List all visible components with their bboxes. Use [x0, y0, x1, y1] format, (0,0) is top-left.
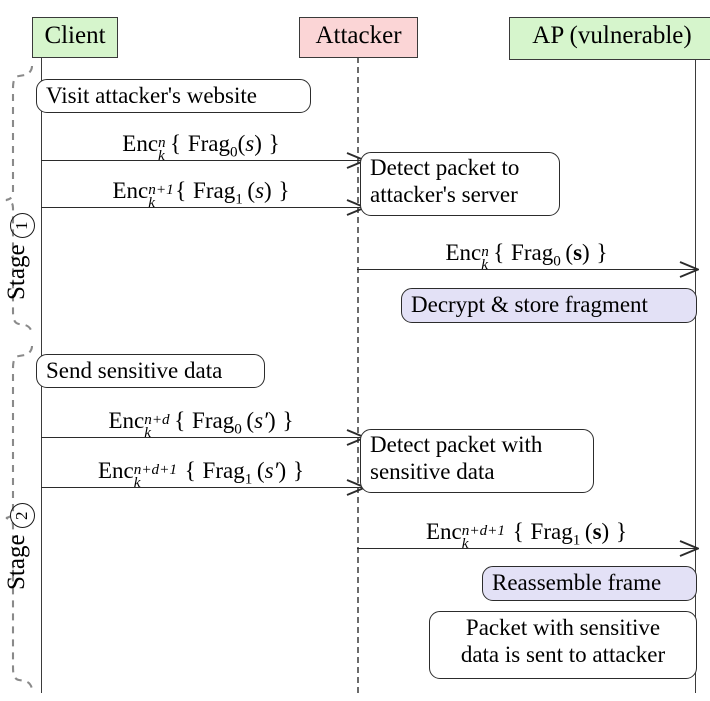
actor-ap[interactable]: AP (vulnerable) [509, 17, 710, 60]
note-packet-sent-line2: data is sent to attacker [460, 641, 666, 667]
message-m3-line [357, 269, 697, 270]
stage-1-text: Stage [3, 244, 30, 300]
note-decrypt-store-text: Decrypt & store fragment [411, 292, 648, 317]
stage-1-brace [2, 64, 34, 336]
actor-client[interactable]: Client [32, 17, 118, 58]
message-m5-line [41, 487, 362, 488]
actor-attacker-label: Attacker [315, 22, 402, 49]
note-detect-packet-sensitive-line1: Detect packet with [370, 432, 543, 457]
note-packet-sent-line1: Packet with sensitive [465, 615, 661, 640]
stage-2-label: Stage 2 [3, 503, 35, 590]
note-detect-packet-server-line1: Detect packet to [370, 155, 520, 180]
note-decrypt-store: Decrypt & store fragment [401, 288, 697, 323]
note-reassemble-frame-text: Reassemble frame [492, 570, 662, 595]
actor-ap-label: AP (vulnerable) [532, 22, 692, 49]
note-reassemble-frame: Reassemble frame [482, 566, 697, 601]
note-detect-packet-server: Detect packet to attacker's server [360, 152, 560, 216]
stage-2-text: Stage [3, 534, 30, 590]
actor-attacker[interactable]: Attacker [299, 17, 418, 58]
note-packet-sent-to-attacker: Packet with sensitive data is sent to at… [429, 611, 697, 679]
actor-client-label: Client [44, 22, 106, 49]
message-m2-line [41, 207, 362, 208]
lifeline-ap [695, 60, 696, 693]
stage-2-number: 2 [10, 503, 35, 529]
note-detect-packet-sensitive: Detect packet with sensitive data [360, 429, 594, 493]
note-send-sensitive-text: Send sensitive data [46, 358, 223, 383]
note-detect-packet-sensitive-line2: sensitive data [370, 458, 495, 484]
stage-1-label: Stage 1 [3, 213, 35, 300]
message-m4-line [41, 437, 362, 438]
message-m1-line [41, 160, 362, 161]
stage-2-brace [2, 344, 34, 692]
message-m6-line [357, 548, 697, 549]
note-visit-website-text: Visit attacker's website [46, 83, 257, 108]
note-detect-packet-server-line2: attacker's server [370, 181, 518, 207]
note-send-sensitive: Send sensitive data [36, 354, 265, 388]
stage-1-number: 1 [10, 213, 35, 239]
lifeline-attacker [357, 57, 359, 693]
note-visit-website: Visit attacker's website [36, 79, 311, 113]
